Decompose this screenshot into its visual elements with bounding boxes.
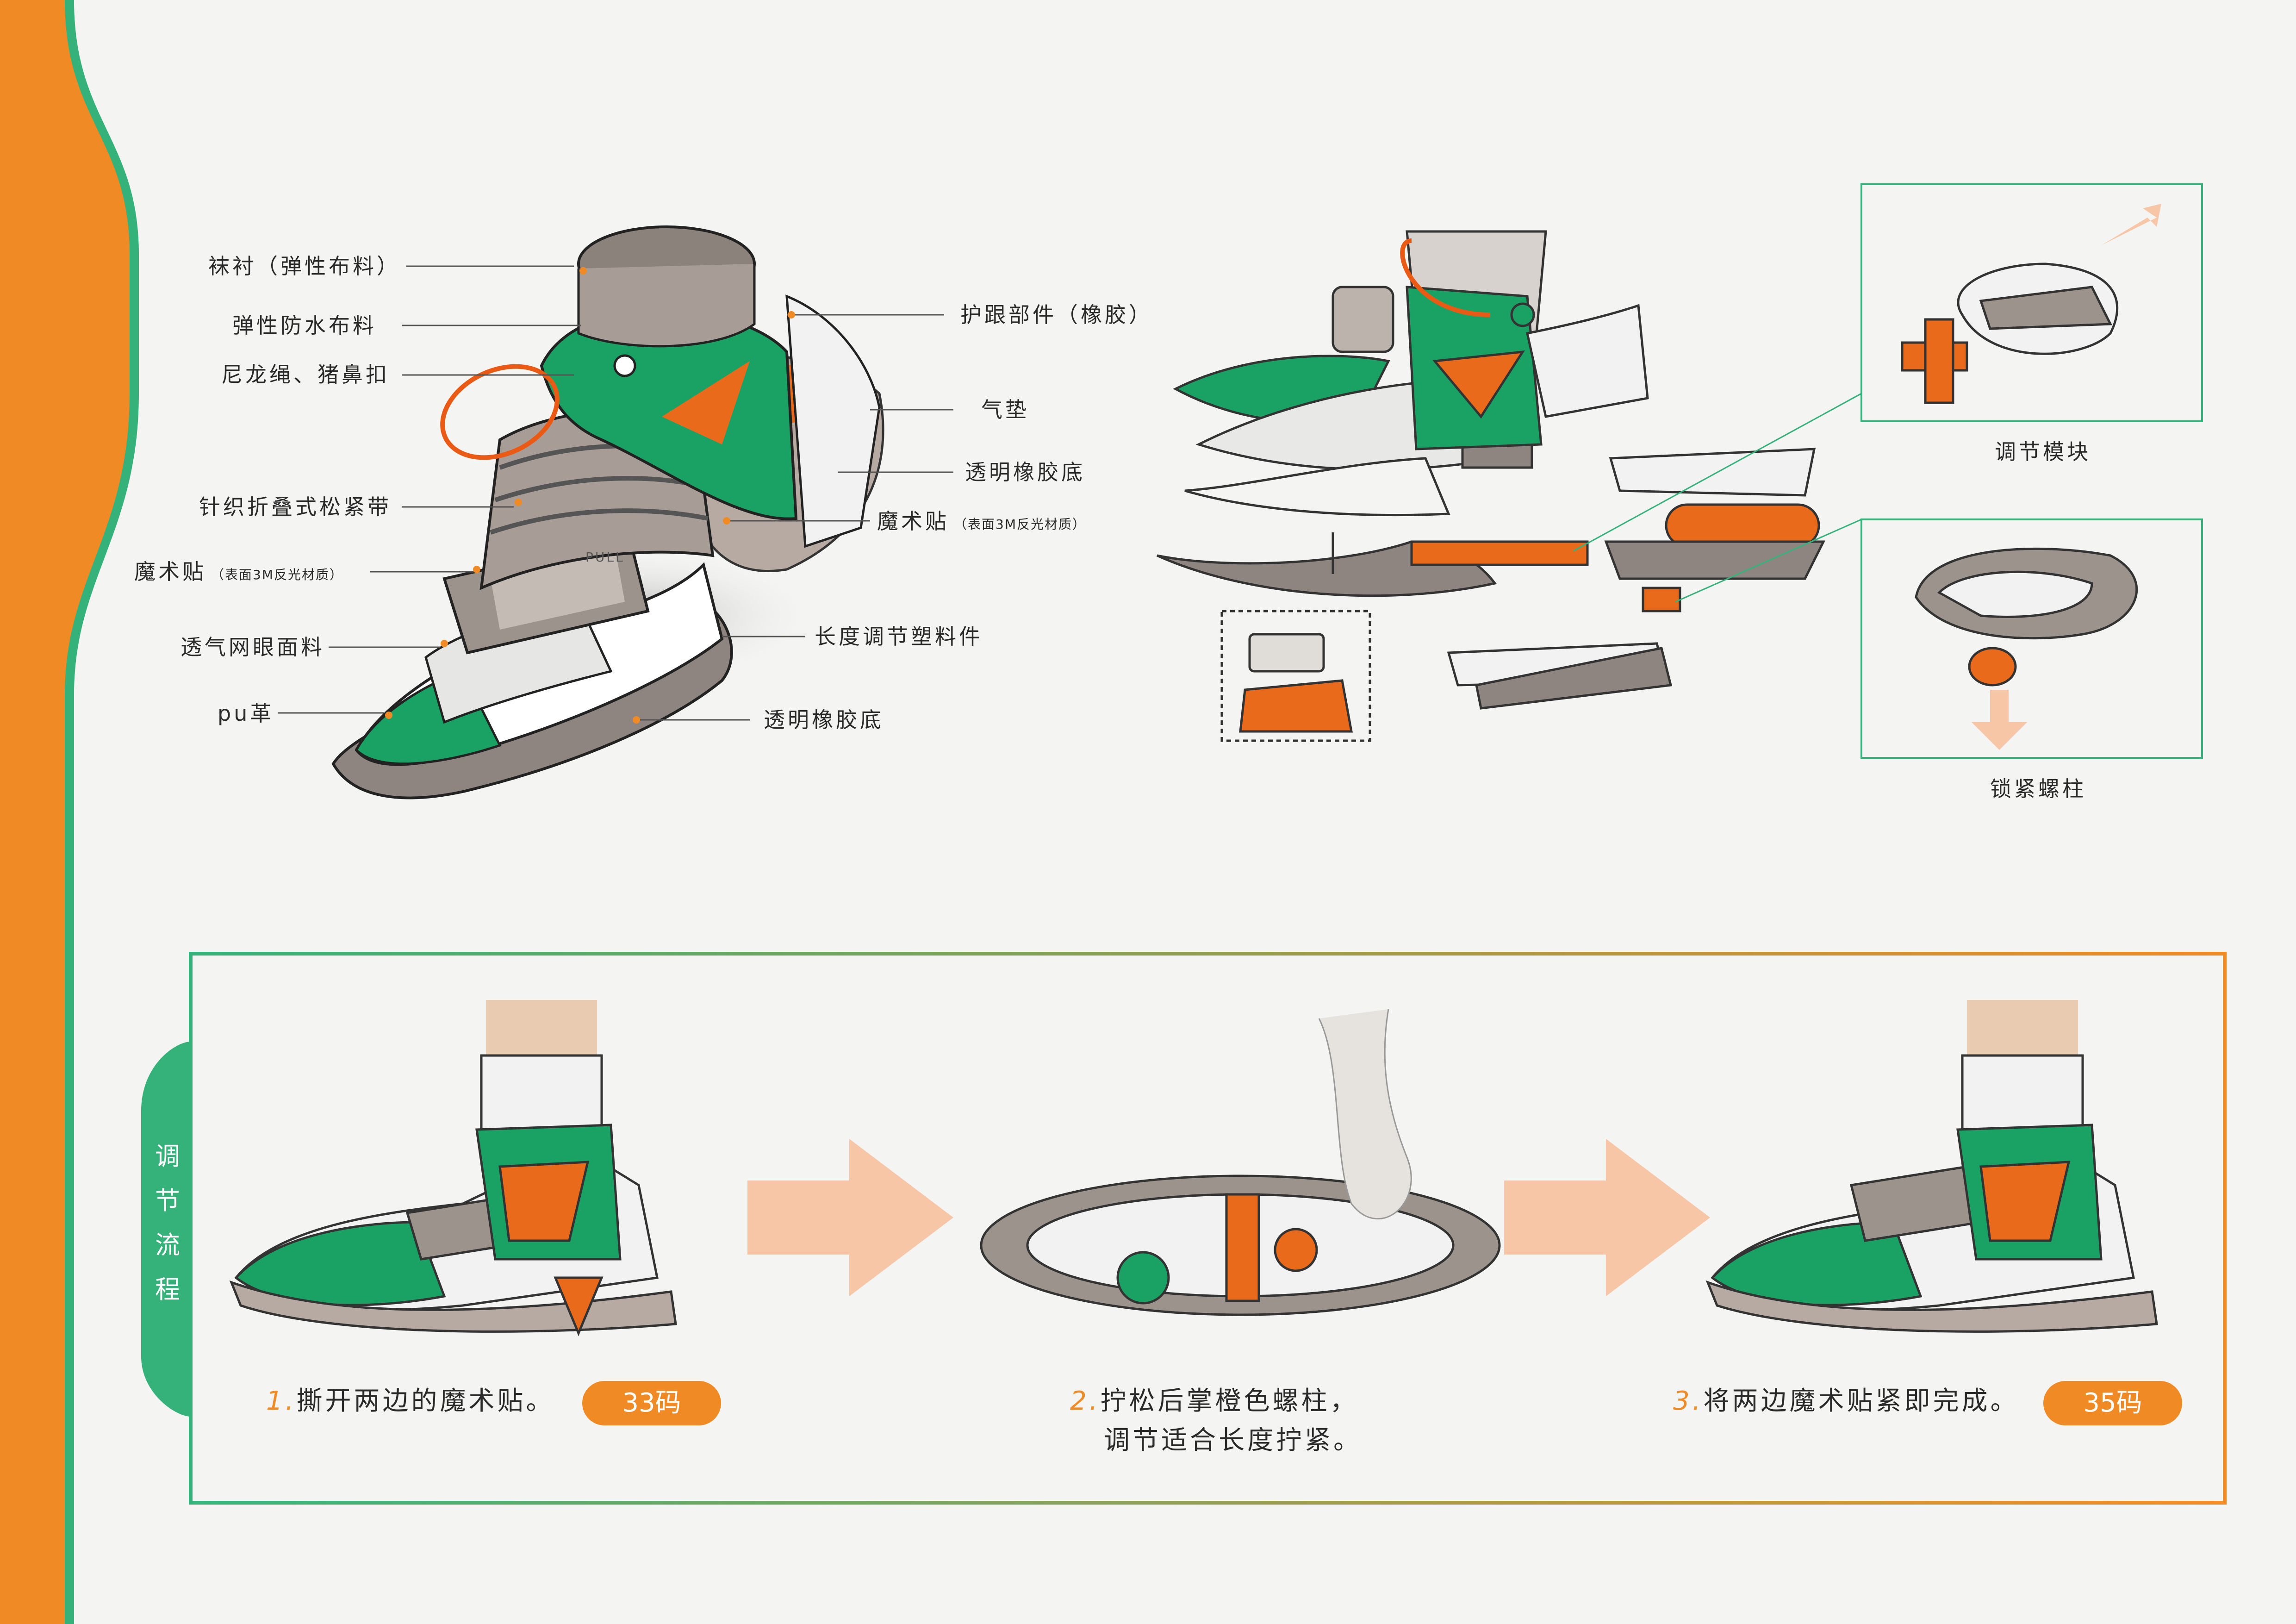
callout-waterproof-fabric: 弹性防水布料 (232, 313, 377, 338)
main-shoe (331, 225, 884, 800)
process-shoe-3 (1705, 1000, 2158, 1333)
step-2: 2.拧松后掌橙色螺柱， (1070, 1382, 1358, 1421)
screw-caption: 锁紧螺柱 (1990, 776, 2086, 801)
screw-drawing (1915, 547, 2138, 750)
callout-clear-rubber-sole-1: 透明橡胶底 (965, 460, 1085, 485)
arrow-right-icon (747, 1139, 953, 1296)
size-badge-35: 35码 (2043, 1381, 2182, 1425)
callout-length-adjuster: 长度调节塑料件 (815, 624, 983, 649)
callout-velcro-right: 魔术贴 （表面3M反光材质） (877, 511, 1086, 532)
callout-velcro-left-sub: （表面3M反光材质） (211, 567, 343, 582)
module-drawing (1901, 204, 2161, 404)
arrow-right-icon (1504, 1139, 1710, 1296)
process-tab-label: 调 节 流 程 (154, 1134, 181, 1312)
process-tab-char: 调 (155, 1142, 180, 1171)
process-sole-2 (980, 1009, 1501, 1316)
callout-clear-rubber-sole-2: 透明橡胶底 (764, 707, 884, 732)
callout-velcro-left: 魔术贴 （表面3M反光材质） (134, 561, 343, 582)
step-2-text: 拧松后掌橙色螺柱， (1100, 1386, 1359, 1416)
module-caption: 调节模块 (1995, 439, 2091, 464)
callout-knit-strap: 针织折叠式松紧带 (199, 494, 392, 519)
callout-mesh-fabric: 透气网眼面料 (180, 635, 325, 660)
size-badge-33: 33码 (582, 1381, 721, 1425)
process-tab (141, 1042, 191, 1417)
exploded-view (1156, 230, 1826, 742)
step-2-number: 2. (1070, 1386, 1101, 1416)
callout-velcro-right-main: 魔术贴 (877, 509, 949, 534)
step-3-text: 将两边魔术贴紧即完成。 (1703, 1386, 2019, 1416)
callout-heel-part: 护跟部件（橡胶） (960, 302, 1153, 327)
sidebar-title: Function (7, 218, 59, 407)
sidebar-band (0, 0, 139, 1624)
callout-nylon-cord: 尼龙绳、猪鼻扣 (221, 362, 390, 387)
step-1-number: 1. (266, 1386, 297, 1416)
step-3: 3.将两边魔术贴紧即完成。 (1673, 1382, 2019, 1421)
step-3-number: 3. (1673, 1386, 1704, 1416)
callout-velcro-left-main: 魔术贴 (134, 559, 206, 584)
callout-lines (278, 265, 953, 724)
step-1-text: 撕开两边的魔术贴。 (296, 1386, 555, 1416)
process-shoe-1 (229, 1000, 677, 1337)
callout-air-cushion: 气垫 (981, 397, 1029, 422)
callout-velcro-right-sub: （表面3M反光材质） (954, 517, 1086, 532)
process-tab-char: 程 (155, 1275, 180, 1304)
process-tab-char: 流 (155, 1230, 180, 1260)
shoe-strap-print: PULL (585, 550, 625, 565)
step-2-line2: 调节适合长度拧紧。 (1104, 1425, 1362, 1455)
callout-pu-leather: pu革 (218, 701, 274, 726)
step-1: 1.撕开两边的魔术贴。 (266, 1382, 554, 1421)
callout-sock-liner: 袜衬（弹性布料） (208, 254, 401, 279)
process-tab-char: 节 (155, 1186, 180, 1215)
